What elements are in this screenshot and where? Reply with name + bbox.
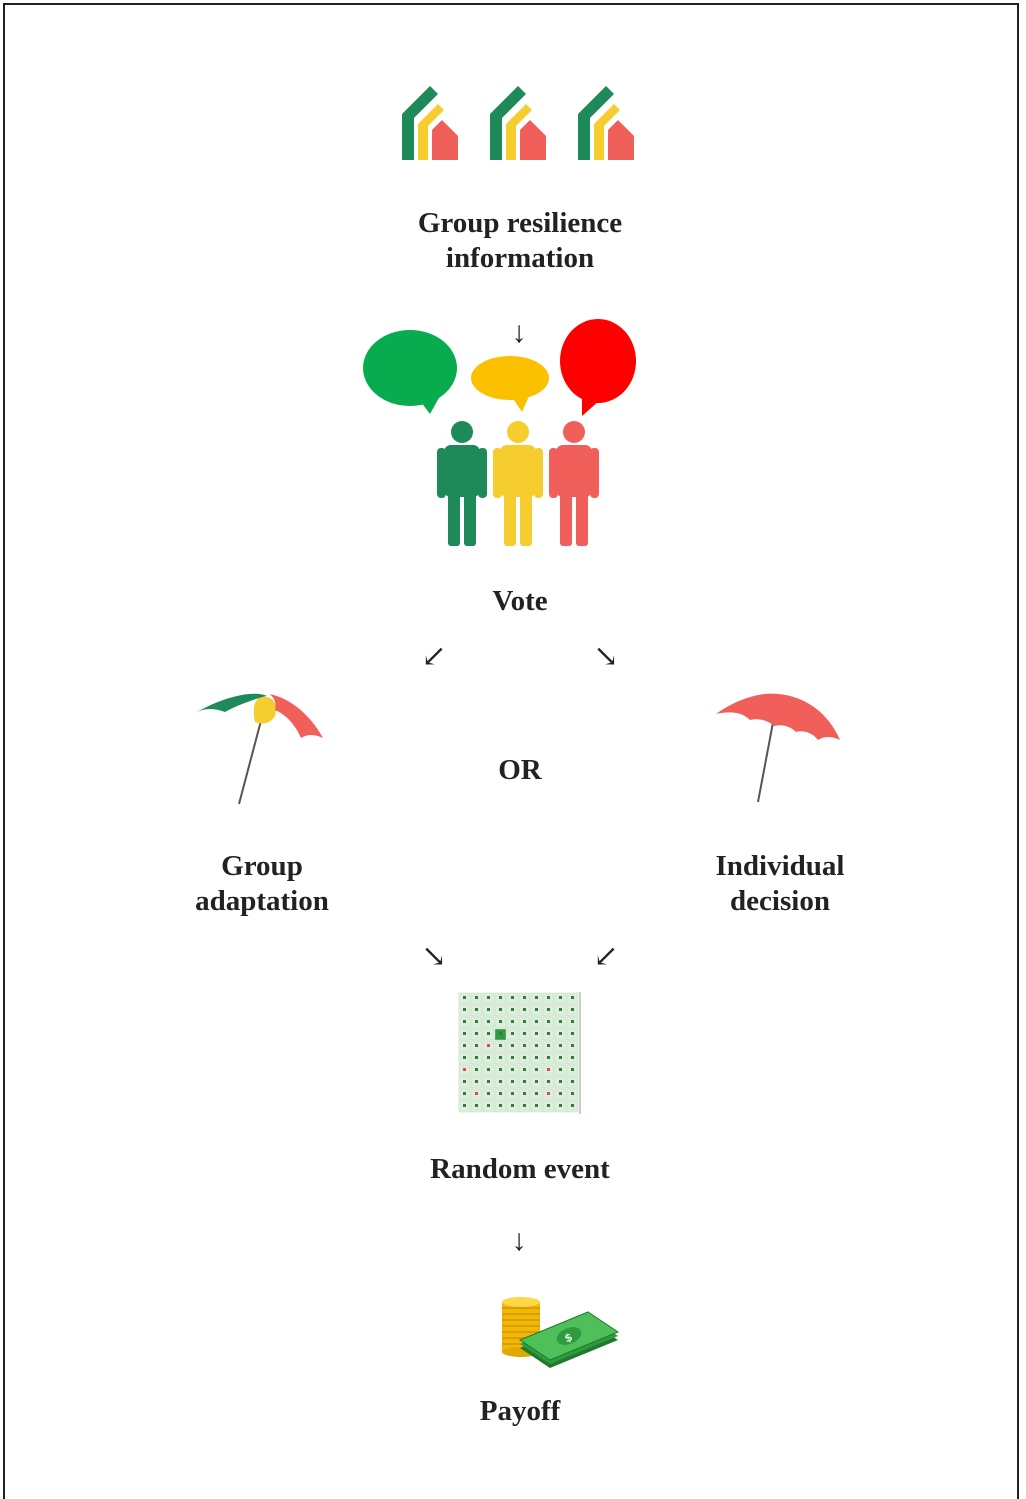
arrow-down-1: ↓	[511, 316, 527, 349]
speech-bubble-icon	[560, 319, 636, 416]
umbrella-icon	[197, 693, 323, 805]
house-icon	[490, 86, 546, 160]
house-icon	[402, 86, 458, 160]
random-event-label: Random event	[430, 1153, 610, 1185]
grid-map-icon	[458, 992, 581, 1114]
or-label: OR	[498, 754, 542, 786]
house-icon	[578, 86, 634, 160]
individual-umbrella	[712, 688, 847, 808]
vote-label: Vote	[492, 585, 548, 617]
arrow-down-left-1: ↙	[421, 640, 447, 673]
speech-bubble-icon	[363, 330, 457, 414]
people-group	[434, 420, 604, 550]
houses-group	[398, 84, 648, 164]
group-resilience-line1: Group resilience	[417, 207, 623, 239]
individual-decision-line2: decision	[730, 885, 830, 917]
group-umbrella	[195, 688, 330, 808]
diagram-frame	[3, 3, 1019, 1499]
umbrella-icon	[716, 693, 840, 803]
person-icon	[437, 421, 487, 546]
group-resilience-line2: information	[445, 242, 595, 274]
speech-bubble-icon	[471, 356, 549, 412]
grid-map	[458, 992, 582, 1114]
individual-decision-line1: Individual	[715, 850, 845, 882]
money-group: $	[496, 1290, 626, 1370]
group-adaptation-line2: adaptation	[195, 885, 329, 917]
arrow-down-right-2: ↘	[421, 940, 447, 973]
person-icon	[549, 421, 599, 546]
arrow-down-left-2: ↙	[593, 940, 619, 973]
speech-bubbles	[360, 318, 650, 418]
person-icon	[493, 421, 543, 546]
svg-text:$: $	[562, 1330, 574, 1345]
banknotes-icon: $	[518, 1311, 620, 1368]
payoff-label: Payoff	[479, 1395, 561, 1427]
individual-decision-label: Individual decision	[658, 849, 902, 919]
arrow-down-right-1: ↘	[593, 640, 619, 673]
arrow-down-2: ↓	[511, 1224, 527, 1257]
group-resilience-label: Group resilience information	[370, 206, 670, 276]
group-adaptation-line1: Group	[221, 850, 303, 882]
group-adaptation-label: Group adaptation	[140, 849, 384, 919]
